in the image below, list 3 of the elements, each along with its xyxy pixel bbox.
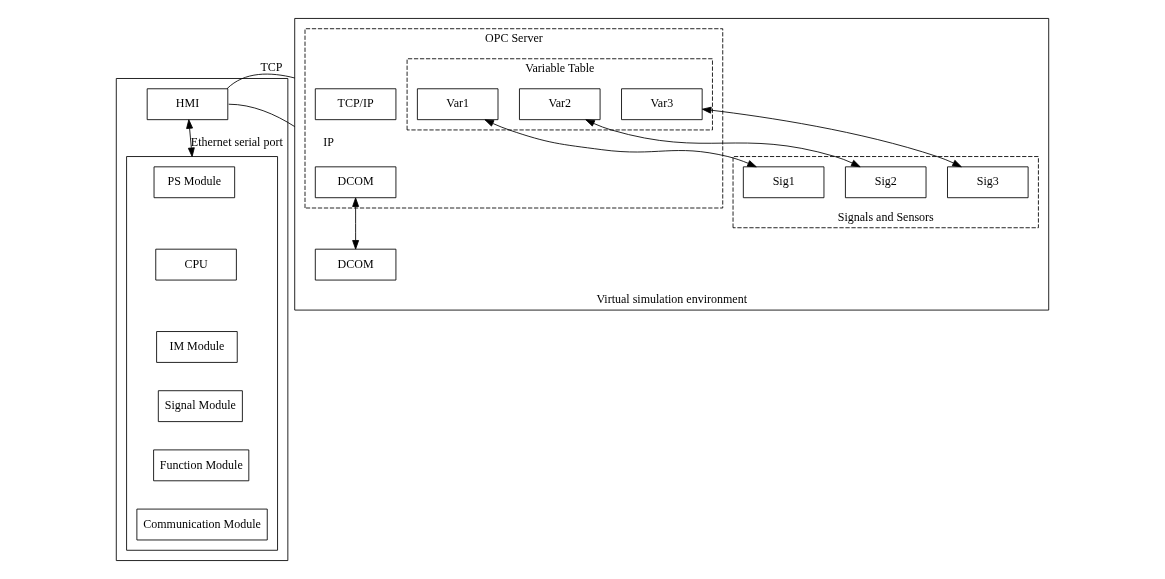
edge-label: IP	[323, 135, 334, 150]
edge-label: TCP	[260, 59, 283, 74]
edge-label: Ethernet serial port	[190, 135, 283, 150]
